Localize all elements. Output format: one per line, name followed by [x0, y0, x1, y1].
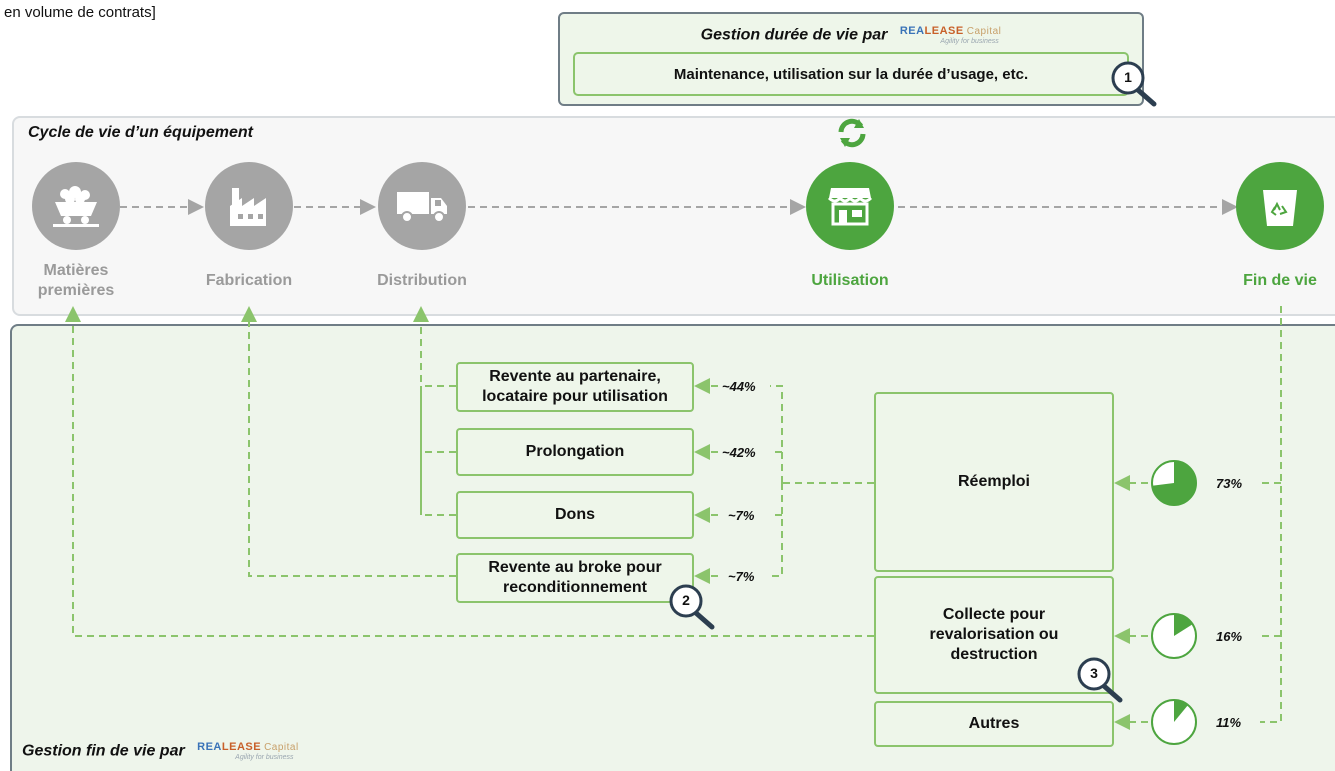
refresh-icon: [835, 116, 869, 150]
magnifier-marker-3[interactable]: 3: [1076, 656, 1126, 704]
eol-title-text: Gestion fin de vie par: [22, 742, 185, 760]
stage-findevie: [1236, 162, 1324, 250]
shop-icon: [827, 188, 873, 226]
stage-matieres: [32, 162, 120, 250]
stage-utilisation: [806, 162, 894, 250]
option-revente-partenaire: Revente au partenaire, locataire pour ut…: [456, 362, 694, 412]
truck-icon: [397, 192, 447, 223]
pie-autres: [1151, 699, 1197, 745]
pct-autres: 11%: [1216, 715, 1242, 730]
pct-prolongation: ~42%: [722, 445, 756, 460]
stage-label-findevie: Fin de vie: [1243, 272, 1317, 289]
magnifier-icon: [1077, 657, 1123, 703]
top-note: en volume de contrats]: [4, 4, 156, 21]
stage-label-distribution: Distribution: [377, 272, 467, 289]
magnifier-marker-2[interactable]: 2: [668, 583, 718, 631]
category-autres: Autres: [874, 701, 1114, 747]
magnifier-icon: [1111, 61, 1157, 107]
marker-2-number: 2: [682, 592, 690, 608]
trunk-findevie: [1260, 306, 1282, 723]
stage-label-utilisation: Utilisation: [811, 272, 889, 289]
factory-icon: [230, 188, 266, 226]
gestion-duree-title-text: Gestion durée de vie par: [700, 26, 888, 44]
pct-revente-partenaire: ~44%: [722, 379, 756, 394]
recycle-bin-icon: [1263, 190, 1297, 226]
marker-3-number: 3: [1090, 665, 1098, 681]
stage-label-fabrication: Fabrication: [205, 272, 293, 289]
option-prolongation: Prolongation: [456, 428, 694, 476]
pie-collecte: [1151, 613, 1197, 659]
pie-reemploi: [1151, 460, 1197, 506]
category-collecte: Collecte pour revalorisation ou destruct…: [874, 576, 1114, 694]
option-revente-broke: Revente au broke pour reconditionnement: [456, 553, 694, 603]
magnifier-marker-1[interactable]: 1: [1110, 60, 1160, 108]
stage-fabrication: [205, 162, 293, 250]
magnifier-icon: [669, 584, 715, 630]
pct-revente-broke: ~7%: [728, 569, 755, 584]
cycle-title: Cycle de vie d’un équipement: [28, 124, 253, 141]
marker-1-number: 1: [1124, 69, 1132, 85]
option-dons: Dons: [456, 491, 694, 539]
pct-dons: ~7%: [728, 508, 755, 523]
pct-collecte: 16%: [1216, 629, 1243, 644]
stage-label-matieres: Matières premières: [37, 262, 115, 299]
mine-cart-icon: [53, 186, 99, 227]
category-reemploi: Réemploi: [874, 392, 1114, 572]
pct-reemploi: 73%: [1216, 476, 1243, 491]
stage-distribution: [378, 162, 466, 250]
